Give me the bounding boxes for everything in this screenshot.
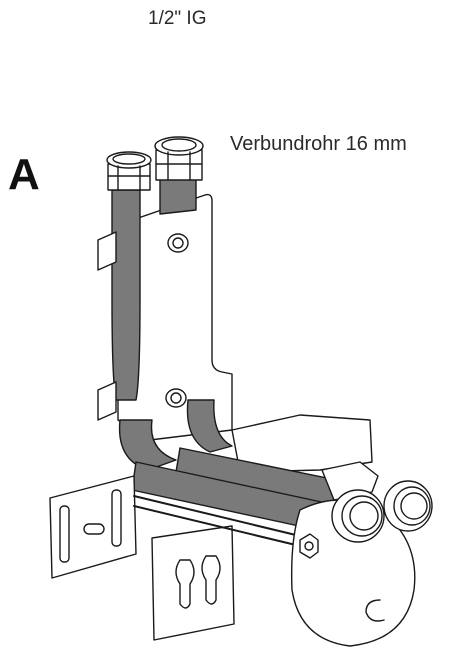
end-plate-notch [365,599,385,622]
pipe-spec-label: Verbundrohr 16 mm [230,133,407,155]
pipe-riser-right [159,177,197,215]
keyhole-slot-right [201,555,221,605]
front-fitting-left [331,489,385,543]
support-rod-lower [133,505,301,547]
pipe-bend-right [186,399,233,453]
plate-bolt-upper [167,233,189,253]
figure-letter: A [8,150,40,199]
plate-bolt-lower [165,388,187,408]
lower-hanging-plate [151,525,235,641]
back-mounting-plate [117,193,233,441]
support-rod-upper [133,495,301,537]
keyhole-slot-left [175,559,195,609]
bracket-slot-left [59,505,70,563]
side-clip-lower [97,381,117,421]
pipe-bend-left [118,419,177,471]
threaded-fitting-left [106,151,152,191]
side-clip-upper [97,231,117,271]
bracket-slot-center [83,523,105,535]
threaded-fitting-right [154,136,204,181]
bracket-slot-right [111,489,122,547]
front-fitting-right [383,480,433,532]
thread-size-label: 1/2" IG [148,8,207,29]
hex-nut-hole [304,541,314,551]
pipe-riser-left [111,189,141,401]
